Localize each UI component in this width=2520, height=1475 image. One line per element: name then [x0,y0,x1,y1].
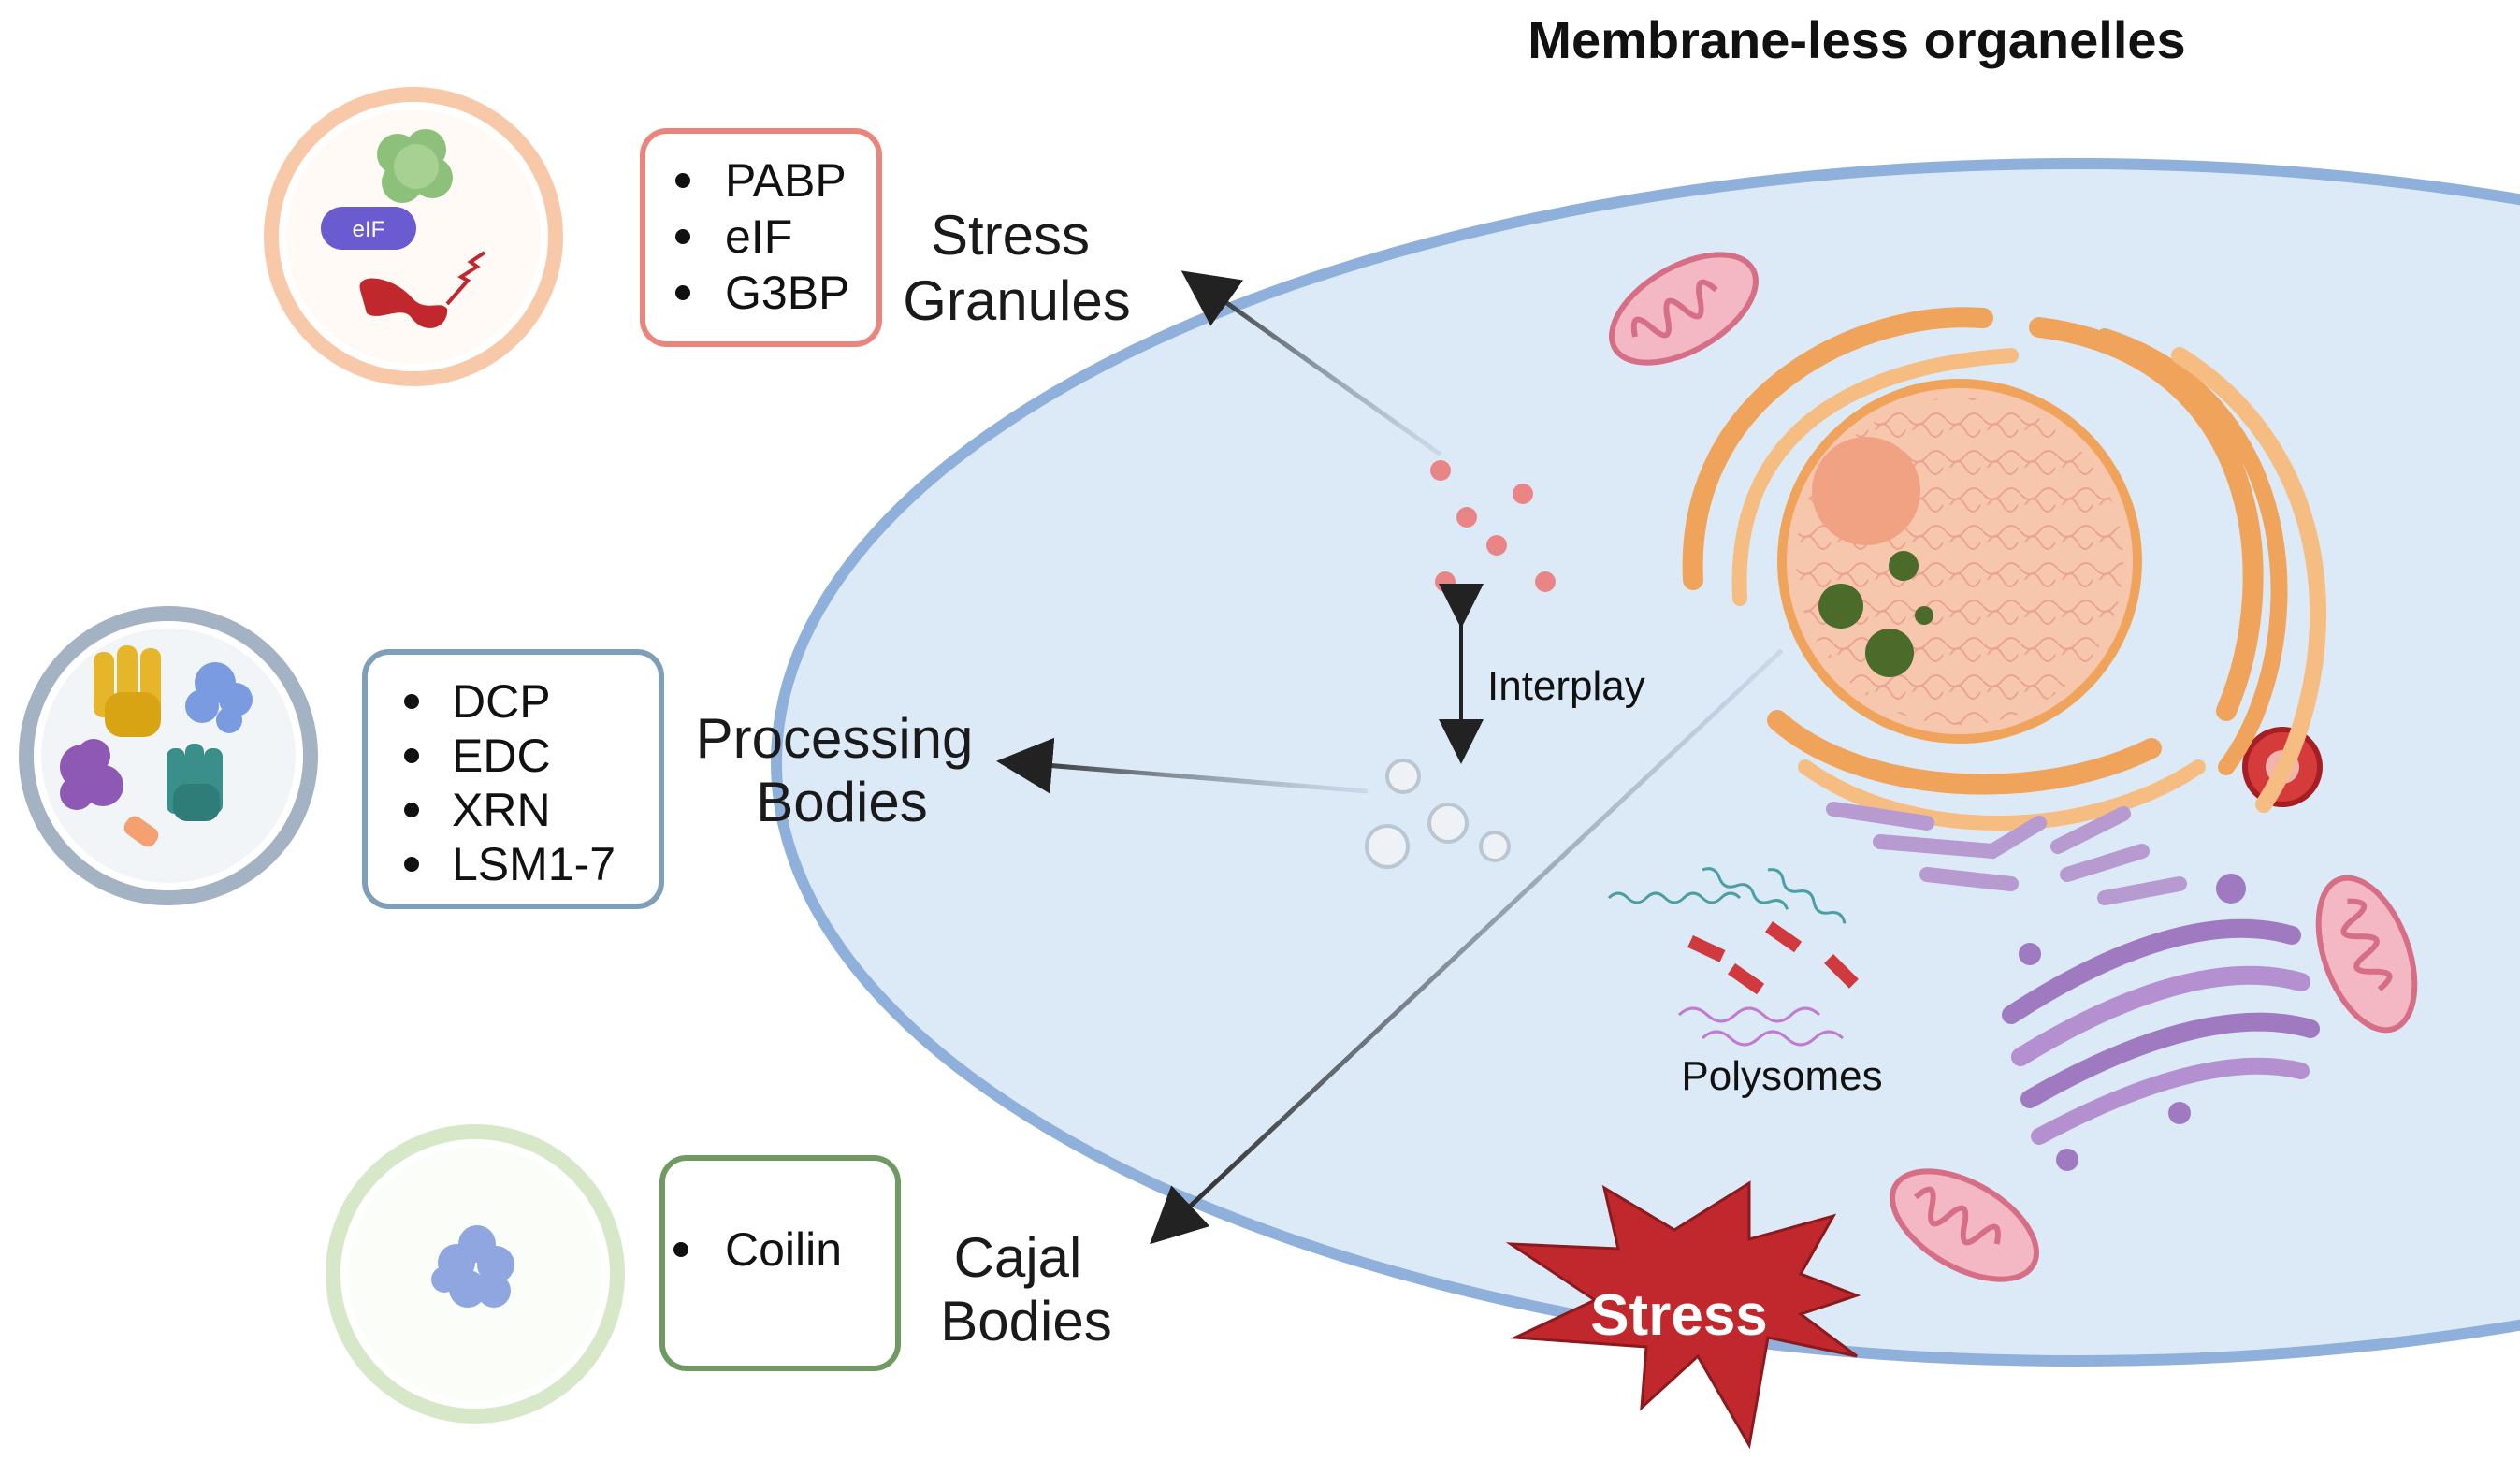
sg-component-2: eIF [725,210,792,263]
pb-component-4: LSM1-7 [452,838,616,890]
mrna-protein-icon [359,278,448,328]
nucleus [1777,379,2142,744]
polysomes-label: Polysomes [1681,1053,1882,1099]
lsm-complex-icon [167,744,223,821]
cajal-body-icon [326,1124,625,1424]
processing-bodies-label-2: Bodies [756,771,927,833]
stress-label: Stress [1590,1283,1768,1348]
sg-component-3: G3BP [725,267,849,319]
coilin-protein-icon [431,1225,514,1308]
arrow-to-cajal-bodies [1150,648,1784,1245]
bullet [404,748,419,763]
pb-component-3: XRN [452,784,551,836]
golgi-apparatus [2002,874,2320,1171]
nucleolus [1812,437,1920,545]
protein-cluster-icon [377,129,453,203]
bullet [675,229,690,244]
stress-burst: Stress [1505,1180,1861,1450]
mitochondrion-bottom [1890,1168,2039,1282]
bullet [404,803,419,817]
processing-bodies-box [362,649,664,909]
eif-pill-icon [321,207,416,250]
pb-component-1: DCP [452,675,551,728]
arrow-to-stress-granules [1180,270,1442,457]
mitochondrion-top [1609,252,1759,366]
polysomes [1607,867,1859,1047]
cajal-bodies-box [659,1155,901,1371]
edc-protein-icon [185,662,253,733]
bullet [675,173,690,188]
stress-granules-box [640,128,882,347]
endoplasmic-reticulum [1682,307,2326,831]
bullet [673,1242,688,1257]
bullet [404,694,419,709]
stress-granule-icon: eIF [264,87,563,386]
bullet [404,857,419,872]
processing-body-icon [19,606,318,905]
stress-granules-label-1: Stress [931,204,1090,267]
dcp-complex-icon [94,645,161,737]
stress-granules-label-2: Granules [903,269,1130,332]
cb-component-1: Coilin [725,1223,842,1276]
sg-component-1: PABP [725,154,847,207]
pb-component-2: EDC [452,730,551,782]
small-protein-icon [123,816,159,847]
cajal-bodies-label-1: Cajal [954,1226,1082,1289]
eif-pill-label: eIF [353,217,385,242]
diagram-title: Membrane-less organelles [1528,10,2185,69]
cajal-bodies-label-2: Bodies [940,1290,1111,1352]
xrn-protein-icon [60,739,123,810]
mitochondrion-right [2315,875,2418,1034]
processing-bodies-label-1: Processing [696,707,974,770]
arrow-to-processing-bodies [996,737,1369,794]
smooth-er [1826,802,2187,905]
bullet [675,285,690,300]
processing-body-dots [1365,759,1511,869]
interplay-label: Interplay [1487,663,1645,709]
